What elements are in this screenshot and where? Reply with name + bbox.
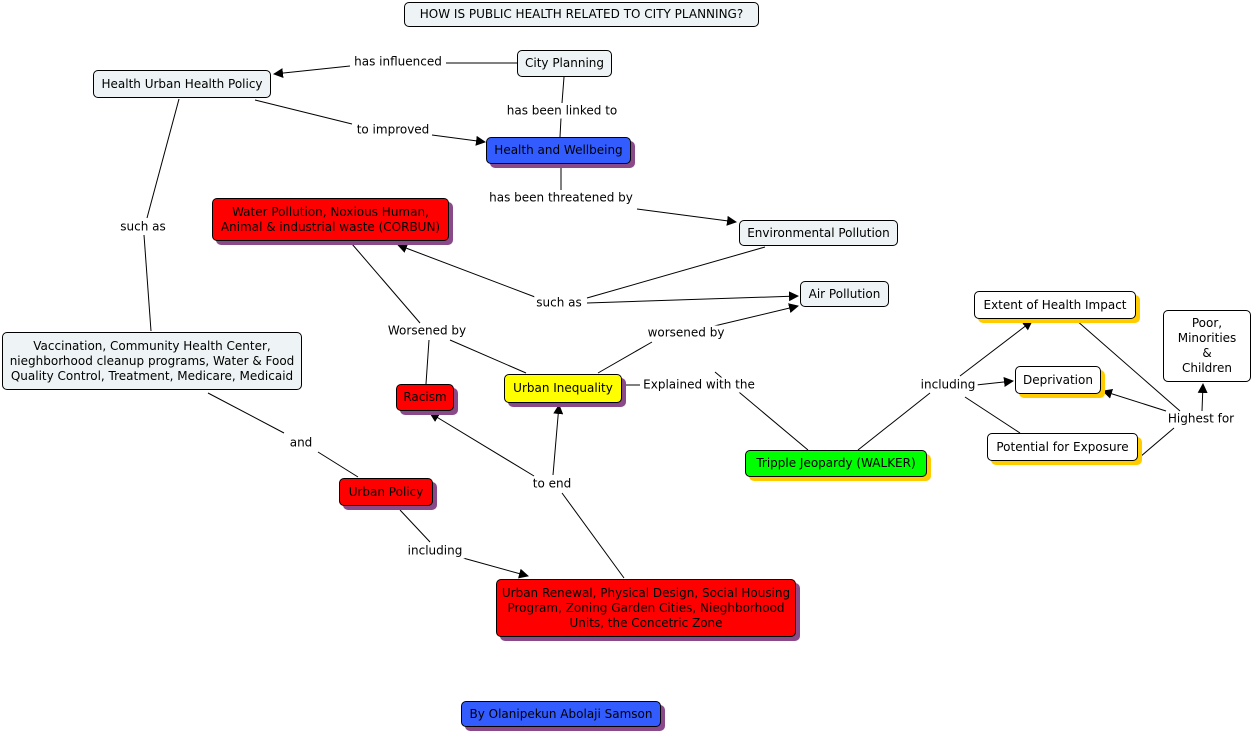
- edge-threatened-envpollution: [636, 208, 737, 226]
- node-urban-renewal[interactable]: Urban Renewal, Physical Design, Social H…: [496, 579, 796, 637]
- edge-water-worsened: [351, 243, 421, 324]
- node-racism[interactable]: Racism: [396, 384, 454, 411]
- link-has-been-threatened-by: has been threatened by: [487, 190, 635, 206]
- node-environmental-pollution[interactable]: Environmental Pollution: [739, 220, 898, 246]
- edge-worsened-inequality: [449, 339, 527, 374]
- edge-including-deprivation: [975, 376, 1014, 387]
- node-health-urban-policy[interactable]: Health Urban Health Policy: [93, 70, 271, 98]
- link-explained-with-the: Explained with the: [641, 377, 757, 393]
- edge-hasinfluenced-policy: [273, 65, 351, 79]
- edge-worsened-air: [709, 303, 799, 328]
- edge-including-renewal: [462, 557, 529, 579]
- node-deprivation[interactable]: Deprivation: [1015, 366, 1101, 394]
- node-air-pollution[interactable]: Air Pollution: [800, 281, 889, 307]
- edge-linked-health: [559, 117, 562, 138]
- node-health-wellbeing[interactable]: Health and Wellbeing: [486, 137, 631, 164]
- node-vaccination-programs[interactable]: Vaccination, Community Health Center, ni…: [2, 332, 302, 390]
- edge-highest-poor: [1197, 383, 1208, 412]
- link-has-influenced: has influenced: [352, 54, 444, 70]
- node-tripple-jeopardy[interactable]: Tripple Jeopardy (WALKER): [745, 450, 927, 477]
- edge-improved-health: [431, 134, 486, 146]
- node-urban-inequality[interactable]: Urban Inequality: [504, 374, 622, 403]
- edge-urbanpolicy-including: [399, 509, 431, 543]
- edge-inequality-worsened: [597, 341, 653, 374]
- edge-policy-improved: [254, 99, 353, 125]
- edge-renewal-toend: [561, 492, 625, 579]
- link-to-improved: to improved: [354, 122, 432, 138]
- edge-suchas-water: [397, 243, 536, 298]
- edge-policy-suchas: [146, 98, 180, 219]
- edge-vaccination-and: [207, 392, 285, 434]
- link-and: and: [287, 435, 315, 451]
- node-potential-exposure[interactable]: Potential for Exposure: [987, 433, 1138, 461]
- node-extent-health-impact[interactable]: Extent of Health Impact: [974, 291, 1136, 319]
- node-urban-policy[interactable]: Urban Policy: [339, 478, 433, 506]
- edge-suchas-air: [586, 291, 799, 304]
- edge-extent-highest: [1075, 319, 1181, 412]
- edge-toend-inequality: [552, 404, 564, 476]
- link-has-been-linked-to: has been linked to: [504, 103, 620, 119]
- edge-including-extent: [959, 320, 1033, 377]
- link-highest-for: Highest for: [1165, 411, 1237, 427]
- link-such-as-pollution: such as: [534, 295, 584, 311]
- node-author[interactable]: By Olanipekun Abolaji Samson: [461, 701, 661, 727]
- page-title[interactable]: HOW IS PUBLIC HEALTH RELATED TO CITY PLA…: [404, 2, 759, 27]
- link-worsened-by-air: worsened by: [645, 325, 727, 341]
- link-worsened-by-water: Worsened by: [385, 323, 469, 339]
- link-including-urban-policy: including: [405, 543, 465, 559]
- link-including-tripple: including: [918, 377, 978, 393]
- edge-tripple-including: [857, 392, 931, 451]
- edge-potential-highest: [1139, 427, 1175, 458]
- node-city-planning[interactable]: City Planning: [517, 50, 612, 77]
- node-water-pollution[interactable]: Water Pollution, Noxious Human, Animal &…: [212, 198, 449, 241]
- edge-envpollution-suchas: [586, 246, 766, 299]
- link-to-end: to end: [530, 476, 574, 492]
- link-such-as-policy: such as: [118, 219, 168, 235]
- edge-cityplanning-linked: [561, 76, 565, 104]
- edge-worsened-racism: [425, 339, 430, 385]
- edge-highest-deprivation: [1102, 388, 1167, 412]
- edge-and-urbanpolicy: [317, 451, 359, 478]
- edge-suchas-vaccination: [143, 234, 152, 332]
- edge-toend-racism: [429, 412, 535, 477]
- edge-including-potential: [964, 396, 1021, 434]
- node-poor-minorities-children[interactable]: Poor, Minorities & Children: [1163, 310, 1251, 382]
